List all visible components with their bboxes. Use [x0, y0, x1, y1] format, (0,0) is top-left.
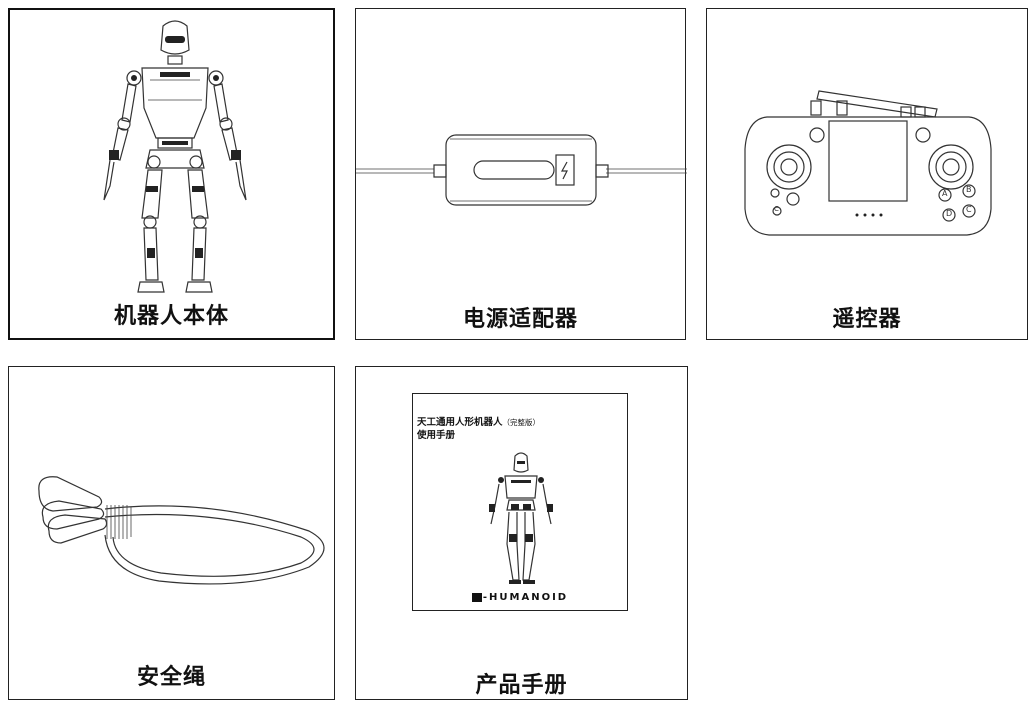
- item-label: 机器人本体: [113, 304, 229, 329]
- power-adapter-illustration: [356, 134, 687, 206]
- item-label: 安全绳: [136, 665, 206, 690]
- manual-title-block: 天工通用人形机器人（完整版） 使用手册: [417, 416, 540, 442]
- item-label: 电源适配器: [462, 307, 578, 332]
- remote-button-b: B: [966, 185, 972, 194]
- item-card-remote-controller: A B C D C 遥控器: [706, 8, 1028, 340]
- item-card-product-manual: 天工通用人形机器人（完整版） 使用手册 -HUMANOID 产品: [355, 366, 688, 700]
- robot-body-illustration: [103, 20, 247, 293]
- remote-button-a: A: [942, 189, 948, 198]
- manual-edition: （完整版）: [502, 418, 541, 427]
- remote-controller-illustration: [744, 90, 992, 236]
- item-label: 遥控器: [832, 307, 902, 332]
- remote-button-c: C: [966, 205, 972, 214]
- manual-subtitle: 使用手册: [417, 430, 456, 441]
- item-label: 产品手册: [475, 673, 568, 698]
- remote-button-d: D: [946, 209, 953, 218]
- brand-logo-icon: [471, 592, 482, 602]
- safety-rope-illustration: [38, 476, 325, 585]
- remote-button-c-left: C: [774, 205, 779, 213]
- manual-cover: 天工通用人形机器人（完整版） 使用手册 -HUMANOID: [412, 393, 628, 611]
- manual-robot-illustration: [489, 452, 553, 584]
- item-card-safety-rope: 安全绳: [8, 366, 335, 700]
- item-card-power-adapter: 电源适配器: [355, 8, 687, 340]
- item-card-robot-body: 机器人本体: [8, 8, 335, 340]
- brand-separator: -: [482, 592, 490, 603]
- manual-title: 天工通用人形机器人: [417, 417, 503, 428]
- brand-name: HUMANOID: [489, 592, 569, 603]
- manual-brand: -HUMANOID: [413, 592, 627, 603]
